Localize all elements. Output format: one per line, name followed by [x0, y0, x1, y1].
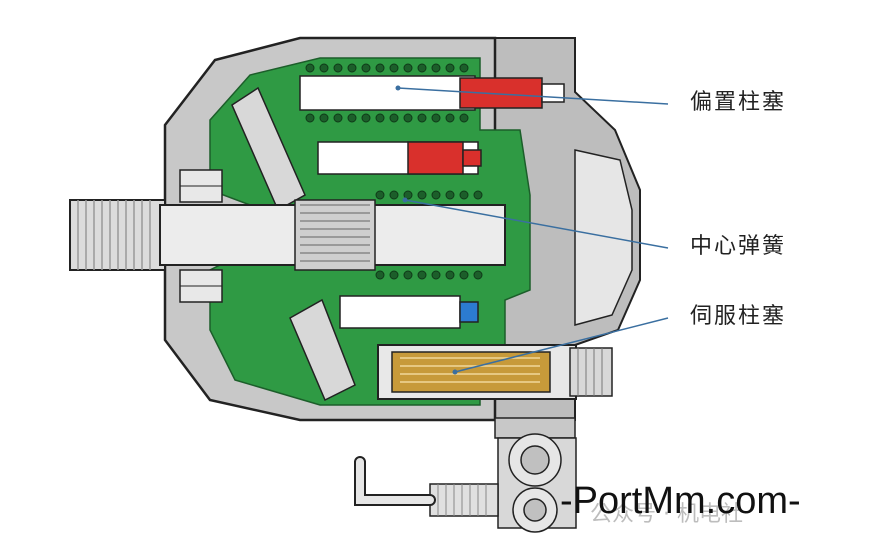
- leader-line-center-spring: [404, 199, 669, 249]
- leader-line-servo-piston: [454, 317, 669, 373]
- center-spring: [375, 190, 483, 280]
- leader-lines: [395, 85, 669, 375]
- front-bearing: [179, 169, 223, 303]
- upper-working-piston: [317, 141, 482, 175]
- label-servo-piston: 伺服柱塞: [690, 304, 787, 329]
- drive-shaft: [159, 199, 506, 271]
- bias-piston: [299, 75, 565, 111]
- bias-spring: [305, 63, 469, 123]
- site-watermark: -PortMm.com-: [560, 480, 801, 522]
- leader-line-bias-piston: [397, 87, 669, 105]
- label-bias-piston: 偏置柱塞: [690, 90, 787, 115]
- swash-plate: [231, 86, 356, 402]
- wechat-watermark: 公众号 · 机电社: [590, 502, 743, 527]
- label-center-spring: 中心弹簧: [690, 234, 787, 259]
- lower-working-piston: [339, 295, 479, 329]
- servo-piston: [377, 344, 613, 400]
- control-valve-fittings: [354, 417, 577, 533]
- splined-shaft-end: [69, 199, 166, 271]
